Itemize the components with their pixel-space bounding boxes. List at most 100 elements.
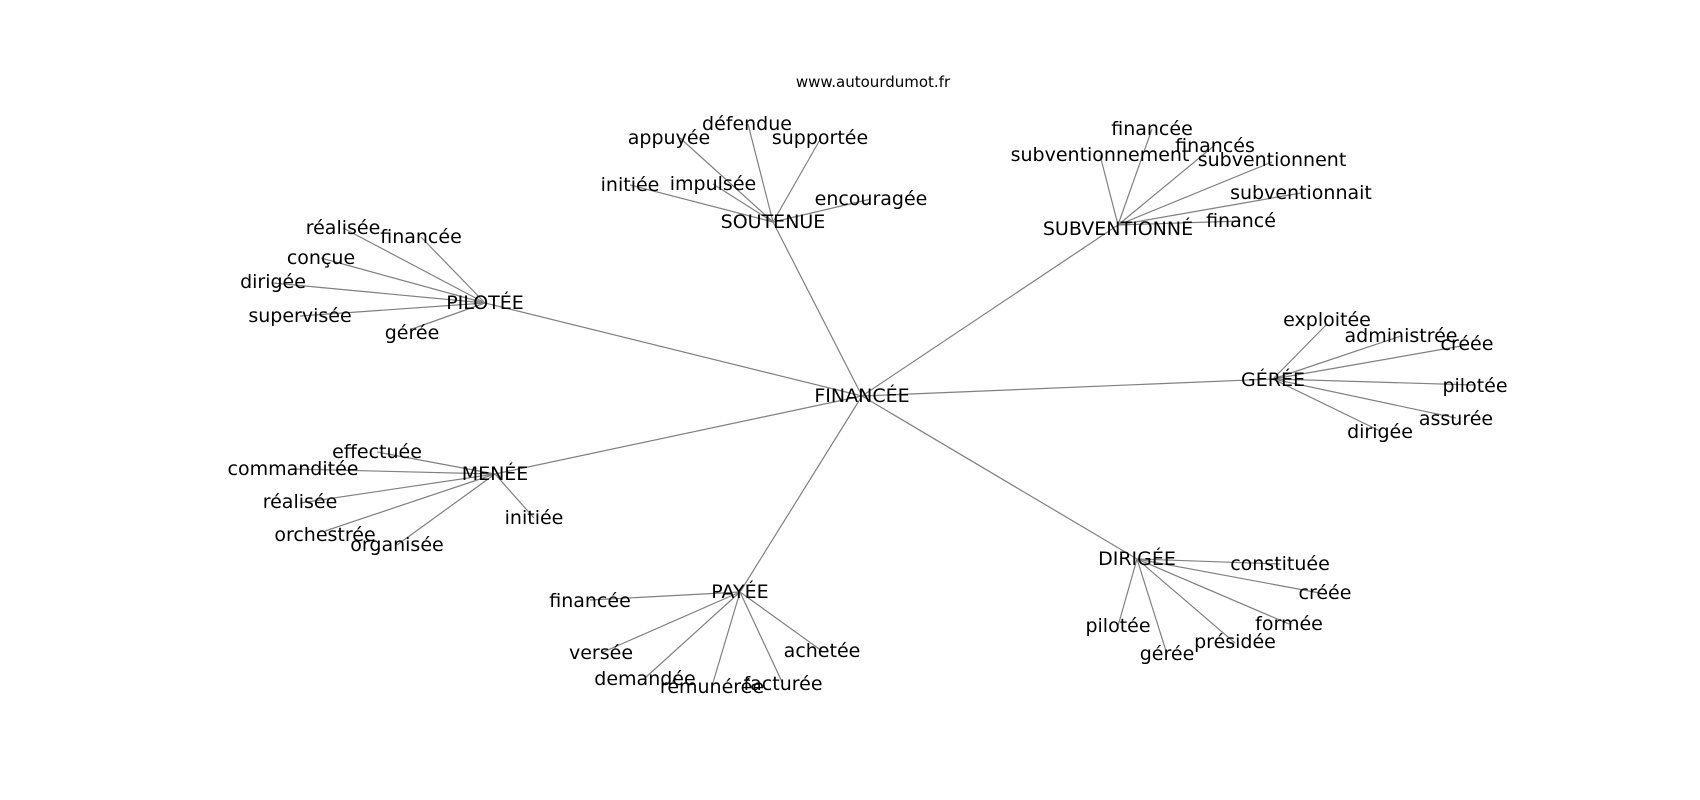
leaf-node: initiée (505, 507, 564, 529)
edge-hub-to-leaf (292, 468, 496, 475)
edge-hub-to-leaf (739, 591, 784, 685)
edge-hub-to-leaf (376, 451, 496, 475)
leaf-node: défendue (702, 113, 792, 135)
edge-hub-to-leaf (494, 473, 535, 519)
edge-center-to-hub (484, 302, 863, 397)
leaf-node: financée (549, 590, 631, 612)
edge-hub-to-leaf (1117, 558, 1138, 627)
edge-hub-to-leaf (712, 183, 774, 223)
leaf-node: pilotée (1085, 615, 1150, 637)
edge-hub-to-leaf (411, 302, 486, 330)
edge-hub-to-leaf (589, 591, 741, 601)
leaf-node: financée (1111, 118, 1193, 140)
edge-center-to-hub (494, 395, 863, 475)
edge-hub-to-leaf (272, 282, 486, 304)
leaf-node: présidée (1194, 631, 1276, 653)
edge-hub-to-leaf (739, 591, 823, 652)
leaf-node: gérée (1140, 643, 1195, 665)
edge-center-to-hub (739, 395, 863, 593)
leaf-node: subventionnement (1011, 144, 1190, 166)
leaf-node: subventionnait (1230, 182, 1372, 204)
edge-hub-to-leaf (1136, 558, 1290, 625)
edge-hub-to-leaf (299, 302, 486, 317)
edge-hub-to-leaf (711, 591, 741, 687)
edge-center-to-hub (861, 224, 1119, 397)
edge-hub-to-leaf (679, 137, 774, 223)
edge-hub-to-leaf (299, 473, 496, 504)
edge-hub-to-leaf (1099, 154, 1119, 226)
leaf-node: financée (380, 226, 462, 248)
leaf-node: facturée (743, 673, 822, 695)
edge-hub-to-leaf (644, 591, 741, 679)
hub-node: SUBVENTIONNÉ (1043, 217, 1193, 240)
leaf-node: impulsée (670, 173, 756, 195)
edge-hub-to-leaf (1117, 128, 1153, 226)
leaf-node: pilotée (1442, 375, 1507, 397)
leaf-node: financés (1175, 135, 1255, 157)
edge-hub-to-leaf (600, 591, 741, 654)
edge-hub-to-leaf (320, 257, 486, 304)
edges (272, 123, 1476, 687)
hub-node: SOUTENUE (721, 211, 826, 233)
edge-hub-to-leaf (324, 473, 496, 532)
edge-center-to-hub (861, 378, 1274, 397)
leaf-node: réalisée (306, 217, 381, 239)
leaf-node: initiée (601, 174, 660, 196)
source-label: www.autourdumot.fr (796, 73, 951, 91)
leaf-node: dirigée (1347, 421, 1413, 443)
leaf-node: rémunérée (660, 676, 764, 698)
edge-hub-to-leaf (1117, 161, 1273, 226)
leaf-node: encouragée (815, 188, 928, 210)
edge-hub-to-leaf (1272, 335, 1402, 380)
edge-hub-to-leaf (396, 473, 496, 546)
edge-hub-to-leaf (1117, 144, 1216, 226)
leaf-node: demandée (594, 668, 695, 690)
leaf-node: organisée (350, 534, 443, 556)
leaf-node: appuyée (628, 127, 710, 149)
edge-center-to-hub (772, 221, 863, 397)
leaf-node: administrée (1345, 325, 1458, 347)
edge-center-to-hub (861, 395, 1138, 560)
leaf-node: exploitée (1283, 309, 1371, 331)
edge-hub-to-leaf (1272, 378, 1457, 419)
leaf-node: créée (1299, 582, 1352, 604)
edge-hub-to-leaf (1117, 192, 1302, 226)
edge-hub-to-leaf (1272, 323, 1328, 380)
leaf-node: financé (1206, 210, 1276, 232)
edge-hub-to-leaf (1136, 558, 1168, 655)
leaf-node: supervisée (248, 305, 351, 327)
hub-node: DIRIGÉE (1098, 547, 1176, 570)
leaf-node: formée (1255, 613, 1323, 635)
leaf-node: conçue (287, 247, 355, 269)
center-node: FINANCÉE (814, 384, 909, 407)
edge-hub-to-leaf (1117, 220, 1242, 226)
leaf-node: versée (569, 642, 633, 664)
edge-hub-to-leaf (1272, 344, 1468, 380)
leaf-node: réalisée (263, 491, 338, 513)
edge-hub-to-leaf (1272, 378, 1381, 432)
edge-hub-to-leaf (629, 184, 774, 223)
edge-hub-to-leaf (1136, 558, 1326, 595)
edge-hub-to-leaf (772, 137, 822, 223)
edge-hub-to-leaf (772, 198, 872, 223)
leaf-node: supportée (772, 127, 868, 149)
leaf-node: gérée (385, 322, 440, 344)
leaf-node: subventionnent (1198, 149, 1347, 171)
edge-hub-to-leaf (342, 227, 486, 304)
leaf-node: commanditée (228, 458, 359, 480)
leaf-node: créée (1441, 333, 1494, 355)
edge-hub-to-leaf (1136, 558, 1281, 565)
edge-hub-to-leaf (420, 236, 486, 304)
hub-node: GÉRÉE (1241, 368, 1305, 391)
hub-node: PILOTÉE (446, 291, 524, 314)
edge-hub-to-leaf (1136, 558, 1236, 644)
edge-hub-to-leaf (747, 123, 774, 223)
leaf-node: assurée (1419, 408, 1493, 430)
leaf-node: orchestrée (274, 524, 375, 546)
hub-node: PAYÉE (711, 580, 768, 603)
edge-hub-to-leaf (1272, 378, 1476, 386)
leaf-node: effectuée (332, 441, 422, 463)
leaf-node: achetée (784, 640, 861, 662)
